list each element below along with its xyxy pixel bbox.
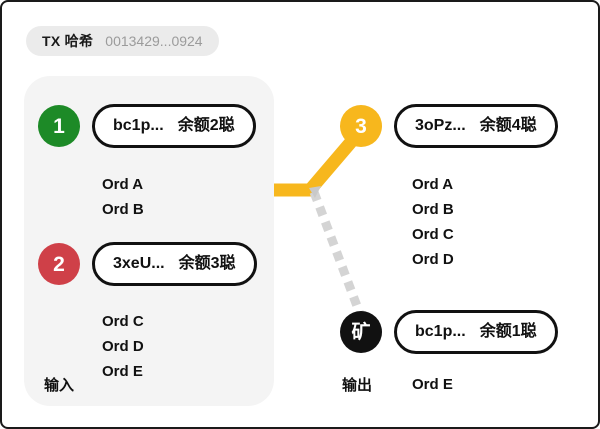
fee-edge-arrowhead [309,186,321,198]
output-3-index-badge: 3 [340,105,382,147]
tx-hash-pill[interactable]: TX 哈希 0013429...0924 [26,26,219,56]
list-item: Ord E [412,376,453,393]
output-node-3[interactable]: 3 3oPz... 余额4聪 [340,104,558,148]
inputs-section-label: 输入 [44,377,75,394]
input-2-balance: 余额3聪 [178,255,236,272]
tx-hash-label: TX 哈希 [42,33,94,49]
output-miner-address: bc1p... [415,323,466,340]
output-3-ord-list: Ord A Ord B Ord C Ord D [412,172,454,272]
list-item: Ord D [102,338,144,355]
input-1-balance: 余额2聪 [177,117,235,134]
input-1-address: bc1p... [113,117,164,134]
output-3-address-pill[interactable]: 3oPz... 余额4聪 [394,104,558,148]
outputs-section-label: 输出 [342,377,373,394]
list-item: Ord C [412,226,454,243]
input-1-ord-list: Ord A Ord B [102,172,144,222]
list-item: Ord B [102,201,144,218]
list-item: Ord B [412,201,454,218]
input-node-2[interactable]: 2 3xeU... 余额3聪 [38,242,257,286]
input-2-address-pill[interactable]: 3xeU... 余额3聪 [92,242,257,286]
list-item: Ord A [412,176,454,193]
output-miner-address-pill[interactable]: bc1p... 余额1聪 [394,310,558,354]
list-item: Ord C [102,313,144,330]
input-node-1[interactable]: 1 bc1p... 余额2聪 [38,104,256,148]
transfer-edge-yellow [270,137,356,197]
output-miner-ord-list: Ord E [412,372,453,397]
miner-badge: 矿 [340,311,382,353]
input-1-index-badge: 1 [38,105,80,147]
list-item: Ord E [102,363,143,380]
input-2-address: 3xeU... [113,255,165,272]
output-miner-balance: 余额1聪 [479,323,537,340]
list-item: Ord A [102,176,144,193]
input-1-address-pill[interactable]: bc1p... 余额2聪 [92,104,256,148]
list-item: Ord D [412,251,454,268]
output-3-address: 3oPz... [415,117,466,134]
output-3-balance: 余额4聪 [479,117,537,134]
fee-edge-gray-dashed [309,190,365,316]
input-2-index-badge: 2 [38,243,80,285]
output-node-miner[interactable]: 矿 bc1p... 余额1聪 [340,310,558,354]
input-2-ord-list: Ord C Ord D Ord E [102,309,144,384]
tx-hash-value: 0013429...0924 [105,33,203,49]
